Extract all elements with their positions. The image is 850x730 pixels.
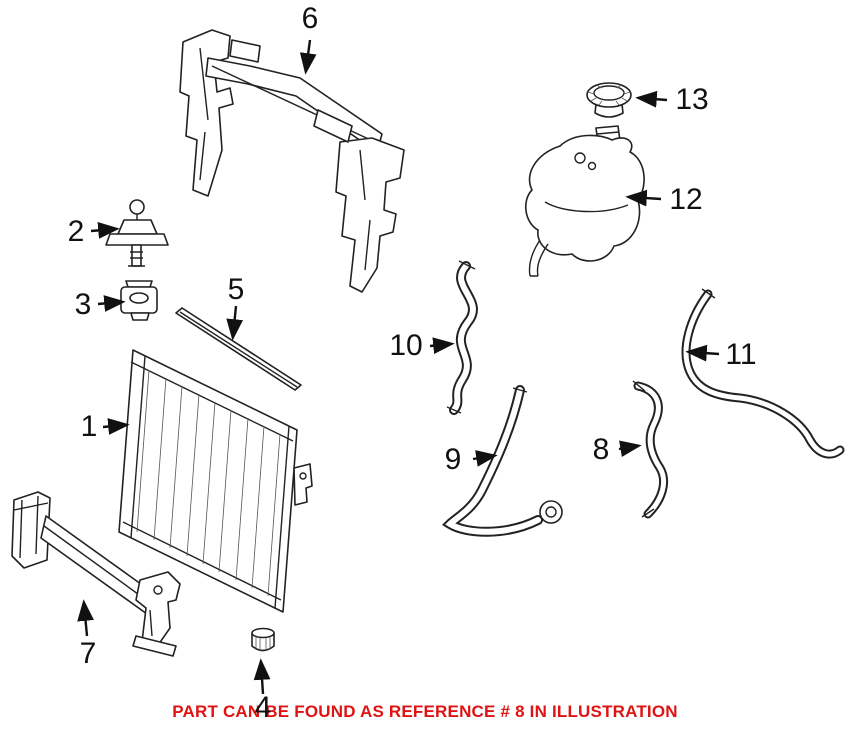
reference-note: PART CAN BE FOUND AS REFERENCE # 8 IN IL… <box>172 702 678 721</box>
part-12-expansion-tank-drawing <box>525 125 645 277</box>
part-5-seal-strip-drawing <box>175 307 302 391</box>
leader-arrows <box>77 39 720 695</box>
part-11-hose-drawing <box>681 288 845 459</box>
part-label-1: 1 <box>80 410 98 443</box>
part-1-radiator-drawing <box>118 349 313 613</box>
part-10-hose-drawing <box>446 260 478 415</box>
arrow-to-part-11 <box>685 344 720 362</box>
part-label-7: 7 <box>79 637 97 670</box>
arrow-to-part-12 <box>625 189 662 207</box>
part-8-hose-drawing <box>632 380 668 519</box>
part-label-6: 6 <box>301 2 319 35</box>
arrow-to-part-2 <box>90 222 120 239</box>
part-9-hose-drawing <box>442 385 563 537</box>
part-label-9: 9 <box>444 443 462 476</box>
part-3-mount-drawing <box>120 280 158 321</box>
part-label-11: 11 <box>725 338 757 371</box>
part-label-13: 13 <box>675 83 709 116</box>
part-label-10: 10 <box>389 329 423 362</box>
part-2-clamp-drawing <box>105 199 169 267</box>
part-label-4: 4 <box>254 691 272 724</box>
part-7-lower-support-drawing <box>11 491 181 657</box>
part-6-baffle-drawing <box>179 29 405 293</box>
part-13-cap-drawing <box>586 82 632 118</box>
arrow-to-part-7 <box>77 599 94 637</box>
part-label-5: 5 <box>227 273 245 306</box>
arrow-to-part-5 <box>226 305 244 341</box>
arrow-to-part-13 <box>635 90 668 108</box>
arrow-to-part-10 <box>429 337 455 355</box>
part-label-12: 12 <box>669 183 703 216</box>
part-label-8: 8 <box>592 433 610 466</box>
arrow-to-part-6 <box>299 39 317 75</box>
part-4-grommet-drawing <box>251 627 275 652</box>
arrow-to-part-1 <box>102 418 130 435</box>
arrow-to-part-8 <box>618 440 642 458</box>
arrow-to-part-4 <box>253 658 271 695</box>
part-label-3: 3 <box>74 288 92 321</box>
arrow-to-part-9 <box>472 450 498 467</box>
part-label-2: 2 <box>67 215 85 248</box>
arrow-to-part-3 <box>97 295 126 312</box>
